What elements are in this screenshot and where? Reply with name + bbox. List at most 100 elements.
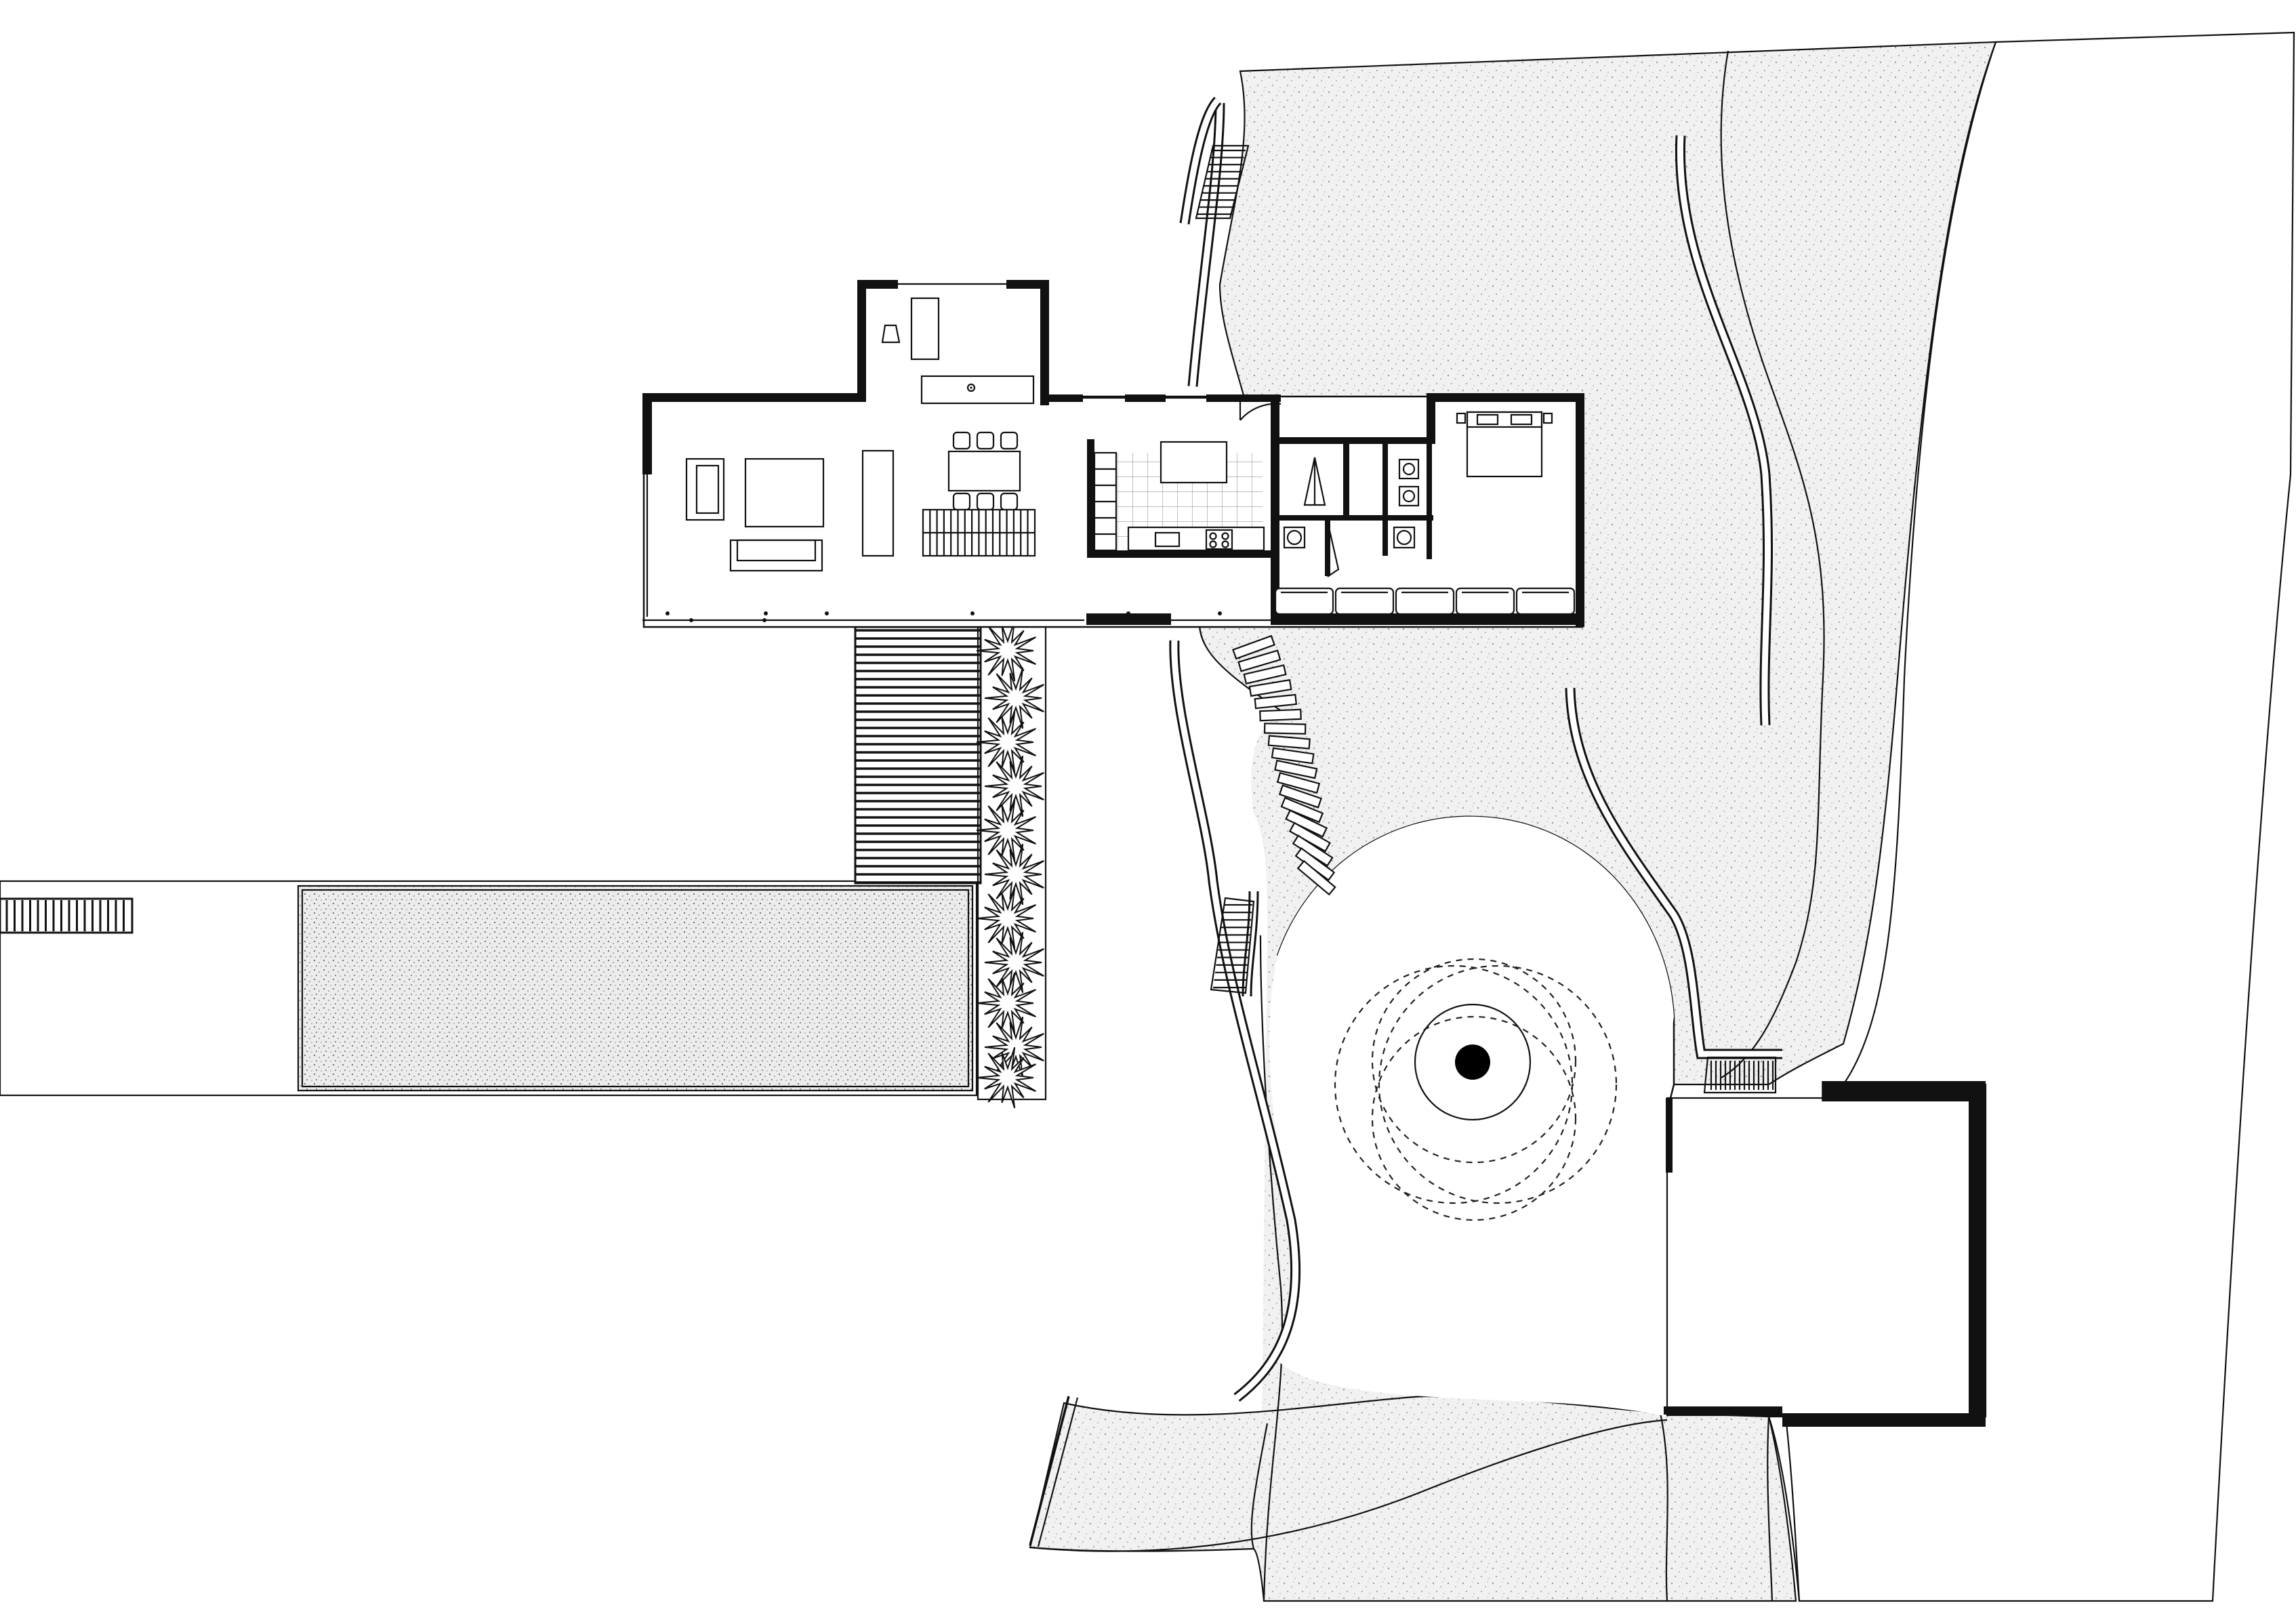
study-shelf xyxy=(920,375,1035,405)
window-mullions xyxy=(665,611,1222,622)
dining-chair xyxy=(952,492,971,511)
stepping-stone xyxy=(1259,708,1302,722)
armchair xyxy=(685,458,725,521)
stepping-stones xyxy=(1232,634,1336,896)
mullion xyxy=(1126,611,1130,615)
washbasin-1 xyxy=(1398,458,1420,480)
kitchen-counter-south xyxy=(1127,526,1265,552)
study-desk xyxy=(910,297,940,361)
stepping-stone xyxy=(1248,678,1292,697)
shrub xyxy=(976,711,1036,773)
stepping-stone xyxy=(1280,796,1324,824)
contour-line-4 xyxy=(1767,1416,1774,1602)
mullion xyxy=(825,611,829,615)
contour-line-5 xyxy=(1784,1416,1801,1602)
mullion xyxy=(970,611,975,615)
cooktop xyxy=(1205,529,1233,550)
shrub xyxy=(976,620,1036,682)
pool-steps xyxy=(0,897,134,934)
stair-west xyxy=(1210,897,1255,994)
planter-shrubs xyxy=(976,620,1044,1109)
stepping-stone xyxy=(1263,723,1307,735)
coffee-table xyxy=(744,458,825,528)
contour-line-2 xyxy=(1259,935,1284,1602)
retaining-wall-east xyxy=(1675,135,1774,726)
garage-floor xyxy=(1666,1097,1977,1417)
dining-chair xyxy=(1000,492,1019,511)
retaining-wall-north xyxy=(1187,102,1225,387)
kitchen-island xyxy=(1160,441,1228,484)
shrub xyxy=(976,972,1036,1034)
sink xyxy=(1154,531,1181,548)
sideboard xyxy=(861,449,895,557)
steps-edge xyxy=(1029,1396,1070,1546)
stepping-stone xyxy=(1296,859,1336,896)
dining-chair xyxy=(1000,431,1019,450)
turning-ring-1 xyxy=(1371,958,1577,1164)
wardrobe xyxy=(1274,587,1334,615)
shrub xyxy=(984,755,1044,817)
mullion xyxy=(762,618,766,622)
mullion xyxy=(665,611,670,615)
retaining-wall-north-small xyxy=(1179,96,1222,225)
stepping-stone xyxy=(1276,771,1321,794)
pool-terrace xyxy=(0,620,1047,1109)
shrub xyxy=(976,887,1036,950)
shrub xyxy=(984,667,1044,729)
stepping-stone xyxy=(1237,649,1282,672)
stepping-stone xyxy=(1278,784,1322,809)
wood-deck xyxy=(854,626,982,885)
mullion xyxy=(689,618,693,622)
retaining-wall-west xyxy=(1169,640,1301,1402)
retaining-wall-middle xyxy=(1565,687,1782,1059)
pillows xyxy=(1476,413,1533,426)
stepping-stone xyxy=(1274,759,1318,779)
contour-line-6 xyxy=(1029,1419,1668,1552)
fountain-rim xyxy=(1414,1003,1532,1121)
house xyxy=(642,280,1584,628)
turning-ring-2 xyxy=(1334,965,1574,1204)
turning-ring-3 xyxy=(1378,965,1618,1204)
contour-line-3 xyxy=(1659,1413,1668,1602)
washbasin-2 xyxy=(1398,485,1420,507)
turning-ring-4 xyxy=(1371,1015,1577,1221)
bed xyxy=(1466,411,1543,478)
turning-circle xyxy=(1269,815,1675,1417)
wardrobe-units xyxy=(1274,587,1576,615)
shrub xyxy=(976,799,1036,861)
entry-door-swing xyxy=(1239,403,1282,421)
path-edge xyxy=(1250,1423,1269,1549)
stepping-stone xyxy=(1271,747,1315,765)
wardrobe xyxy=(1515,587,1576,615)
wardrobe xyxy=(1334,587,1395,615)
dining-chairs xyxy=(952,431,1019,511)
fountain-center xyxy=(1455,1044,1490,1080)
mullion xyxy=(764,611,768,615)
shrub xyxy=(984,931,1044,994)
mullion xyxy=(1218,611,1222,615)
wardrobe xyxy=(1395,587,1455,615)
dining-chair xyxy=(976,431,995,450)
dining-chair xyxy=(952,431,971,450)
study-chair xyxy=(881,324,901,344)
stepping-stone xyxy=(1254,693,1297,710)
wardrobe xyxy=(1455,587,1515,615)
garage xyxy=(1664,1081,1986,1427)
terrain-south-slope xyxy=(1029,1395,1797,1602)
pool-water xyxy=(297,885,974,1092)
stair-north xyxy=(1195,144,1250,220)
stepping-stone xyxy=(1243,664,1287,685)
stepping-stone xyxy=(1267,735,1311,750)
sofa xyxy=(729,539,823,572)
retaining-walls xyxy=(1169,96,1782,1402)
dining-chair xyxy=(976,492,995,511)
pool-step-lines xyxy=(5,900,125,931)
terrace-outline xyxy=(0,880,978,1097)
dining-table xyxy=(947,450,1021,492)
shrub xyxy=(976,1047,1036,1109)
stepping-stone xyxy=(1232,634,1275,660)
shrub xyxy=(984,843,1044,906)
stair-garage xyxy=(1703,1056,1777,1094)
turning-circle-fill xyxy=(1269,816,1674,1417)
